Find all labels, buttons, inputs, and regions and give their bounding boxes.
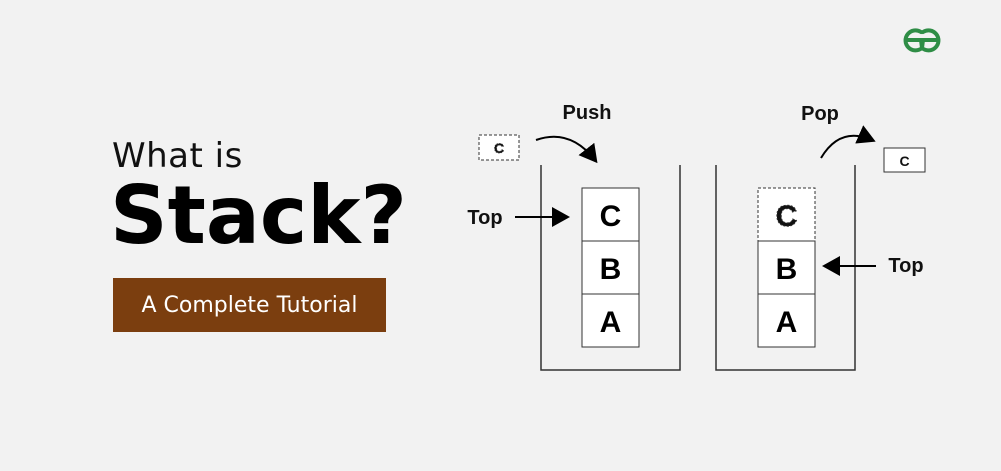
push-block-2-letter: B [600,253,622,286]
push-stack: C Push C B A Top [467,102,681,371]
pop-stack: C B A Pop C Top [715,103,926,371]
pop-block-2 [757,293,816,348]
pop-stack-container [715,165,856,371]
pop-block-1 [757,240,816,295]
push-stack-container [540,165,681,371]
push-block-3 [581,293,640,348]
push-incoming-letter: C [494,140,504,156]
subtitle-badge: A Complete Tutorial [113,278,386,332]
push-arrow-icon [535,135,598,164]
pop-arrow-icon [820,125,876,159]
push-block-2 [581,240,640,295]
pop-label: Pop [801,103,839,125]
pop-top-label: Top [888,255,923,277]
pop-removed-box [883,147,926,173]
title-what-is: What is [112,136,243,176]
pop-block-2-letter: A [776,306,798,339]
push-top-label: Top [467,207,502,229]
pop-block-1-letter: B [776,253,798,286]
push-label: Push [563,102,612,124]
push-block-3-letter: A [600,306,622,339]
pop-ghost-block [757,187,816,242]
title-stack: Stack? [110,169,407,262]
subtitle-text: A Complete Tutorial [141,292,358,318]
push-incoming-box [478,134,520,161]
gfg-logo-icon [903,28,941,53]
pop-ghost-letter: C [776,200,798,233]
pop-removed-letter: C [899,153,909,169]
push-block-1-letter: C [600,200,622,233]
